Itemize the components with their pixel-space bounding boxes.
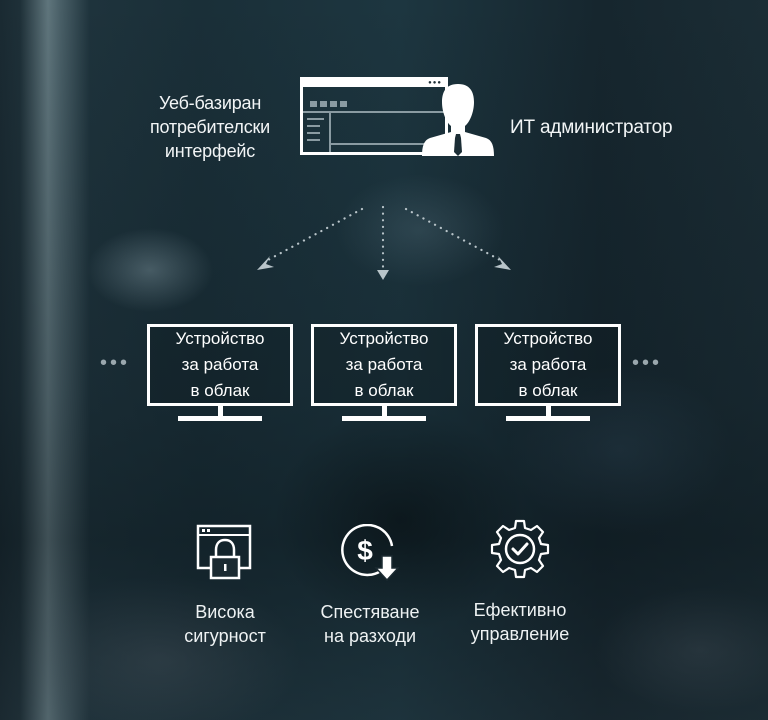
device-label-line-1: Устройство xyxy=(175,329,265,348)
dollar-down-arrow-icon: $ xyxy=(341,524,400,582)
web-ui-label-line-1: Уеб-базиран xyxy=(158,93,262,113)
benefit-security: Висока сигурност xyxy=(160,524,290,648)
device-label-line-2: за работа xyxy=(345,355,423,374)
svg-text:$: $ xyxy=(357,535,373,566)
device-label-line-3: в облак xyxy=(354,381,414,400)
benefit-cost-saving: $ Спестяване на разходи xyxy=(305,524,435,648)
device-label-line-1: Устройство xyxy=(339,329,429,348)
web-ui-label: Уеб-базиран потребителски интерфейс xyxy=(130,91,290,163)
benefit-label-line-2: сигурност xyxy=(184,626,266,646)
arrow-down-right-icon xyxy=(494,256,511,270)
benefit-efficient-management: Ефективно управление xyxy=(455,518,585,646)
it-admin-label: ИТ администратор xyxy=(510,117,673,138)
benefit-label-line-1: Ефективно xyxy=(473,600,567,620)
cloud-device-1: Устройство за работа в облак xyxy=(147,324,293,421)
benefit-label-line-1: Висока xyxy=(195,602,255,622)
gear-check-icon xyxy=(490,519,550,579)
cloud-device-2: Устройство за работа в облак xyxy=(311,324,457,421)
more-devices-right: ••• xyxy=(632,352,663,374)
monitor-icon: Устройство за работа в облак xyxy=(147,324,293,406)
device-label-line-3: в облак xyxy=(518,381,578,400)
device-label-line-1: Устройство xyxy=(503,329,593,348)
monitor-icon: Устройство за работа в облак xyxy=(475,324,621,406)
browser-lock-icon xyxy=(196,524,252,580)
device-label-line-2: за работа xyxy=(509,355,587,374)
benefit-label-line-2: на разходи xyxy=(324,626,416,646)
person-with-tie-icon xyxy=(422,84,494,156)
distribution-arrows xyxy=(257,205,511,280)
device-label-line-2: за работа xyxy=(181,355,259,374)
cloud-device-3: Устройство за работа в облак xyxy=(475,324,621,421)
more-devices-left: ••• xyxy=(100,352,131,374)
web-ui-label-line-3: интерфейс xyxy=(164,141,256,161)
arrow-down-left-icon xyxy=(257,256,274,270)
benefit-label-line-1: Спестяване xyxy=(320,602,420,622)
arrow-down-icon xyxy=(377,270,389,280)
monitor-icon: Устройство за работа в облак xyxy=(311,324,457,406)
device-label-line-3: в облак xyxy=(190,381,250,400)
benefit-label-line-2: управление xyxy=(470,624,570,644)
web-ui-label-line-2: потребителски xyxy=(149,117,271,137)
